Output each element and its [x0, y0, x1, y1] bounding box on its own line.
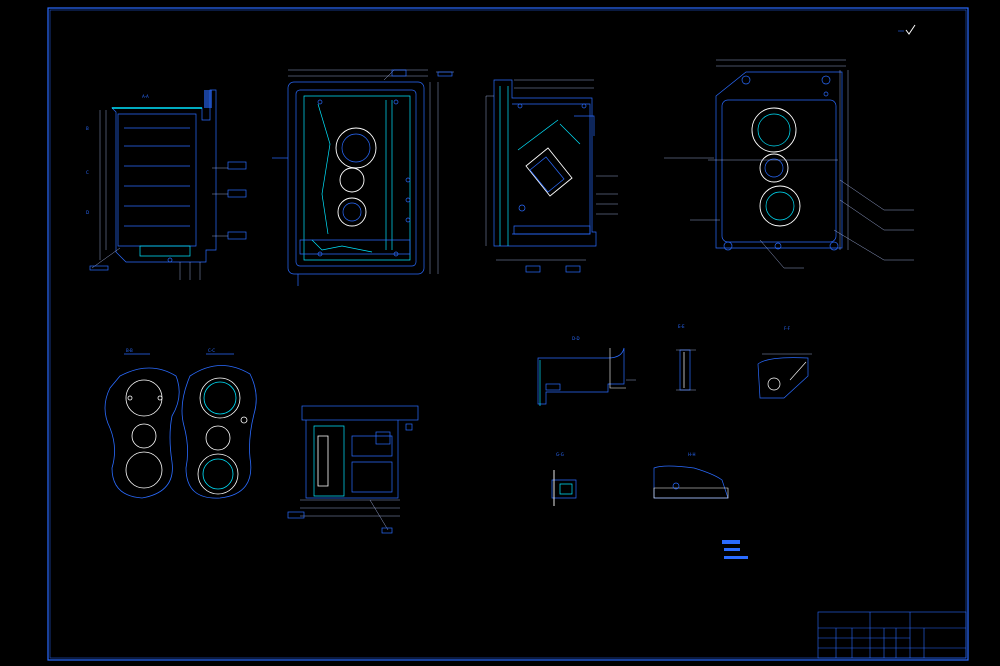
svg-text:B-B: B-B — [126, 348, 133, 353]
view-outline-right: C-C — [181, 348, 257, 499]
svg-text:H-H: H-H — [688, 452, 695, 457]
title-block-grid — [817, 611, 967, 659]
svg-text:G-G: G-G — [556, 452, 564, 457]
svg-text:F-F: F-F — [784, 326, 791, 331]
view-label: A-A — [142, 94, 149, 99]
svg-text:D-D: D-D — [572, 336, 580, 341]
view-side — [485, 79, 618, 273]
view-bottom-section — [287, 405, 419, 534]
view-detail-d: F-F — [757, 326, 812, 399]
view-detail-b: D-D — [537, 336, 636, 406]
technical-notes — [722, 540, 748, 559]
roughness-symbol-icon — [898, 24, 916, 35]
inner-frame — [49, 9, 967, 659]
view-top — [664, 59, 914, 269]
view-front — [272, 69, 454, 286]
view-detail-f: H-H — [653, 452, 729, 499]
svg-text:E-E: E-E — [678, 324, 685, 329]
view-section-a: A-A B C D — [86, 89, 247, 280]
title-block — [818, 612, 966, 658]
svg-text:D: D — [86, 210, 89, 215]
view-detail-e: G-G — [551, 452, 577, 506]
svg-text:B: B — [86, 126, 89, 131]
view-outline-left: B-B — [104, 348, 180, 499]
outer-frame — [47, 7, 969, 661]
view-detail-c: E-E — [676, 324, 696, 391]
svg-text:C: C — [86, 170, 89, 175]
svg-text:C-C: C-C — [208, 348, 215, 353]
